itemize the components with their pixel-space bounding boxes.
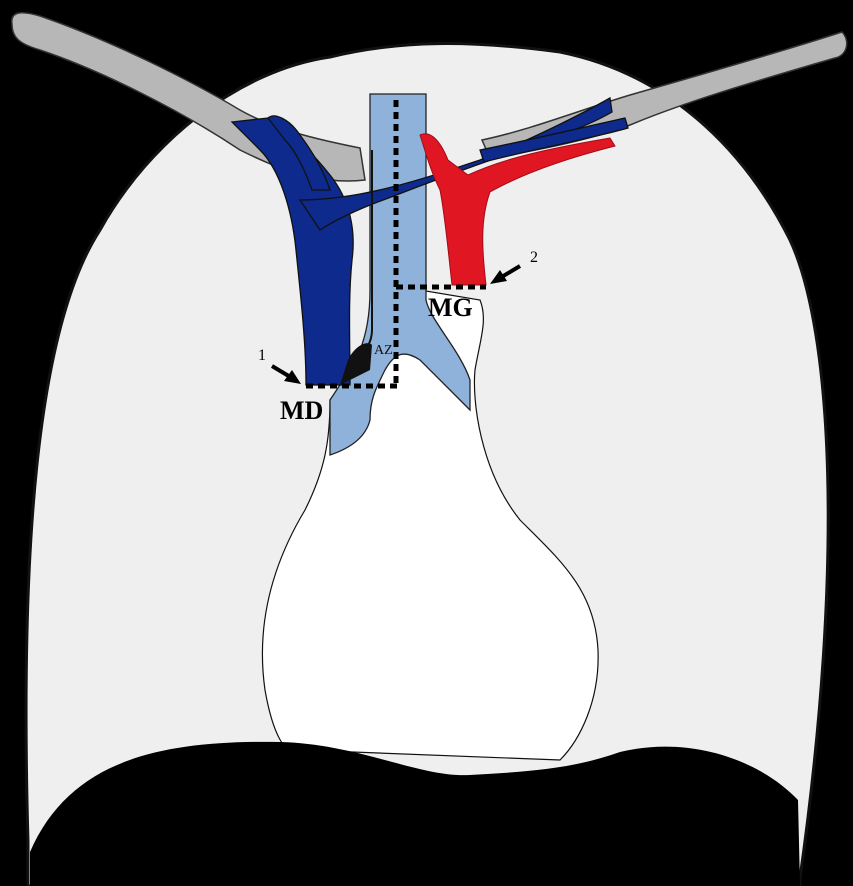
label-arrow-2: 2	[530, 249, 538, 266]
label-mg: MG	[428, 293, 473, 322]
label-az: AZ	[374, 343, 393, 358]
label-md: MD	[280, 396, 323, 425]
label-arrow-1: 1	[258, 347, 266, 364]
